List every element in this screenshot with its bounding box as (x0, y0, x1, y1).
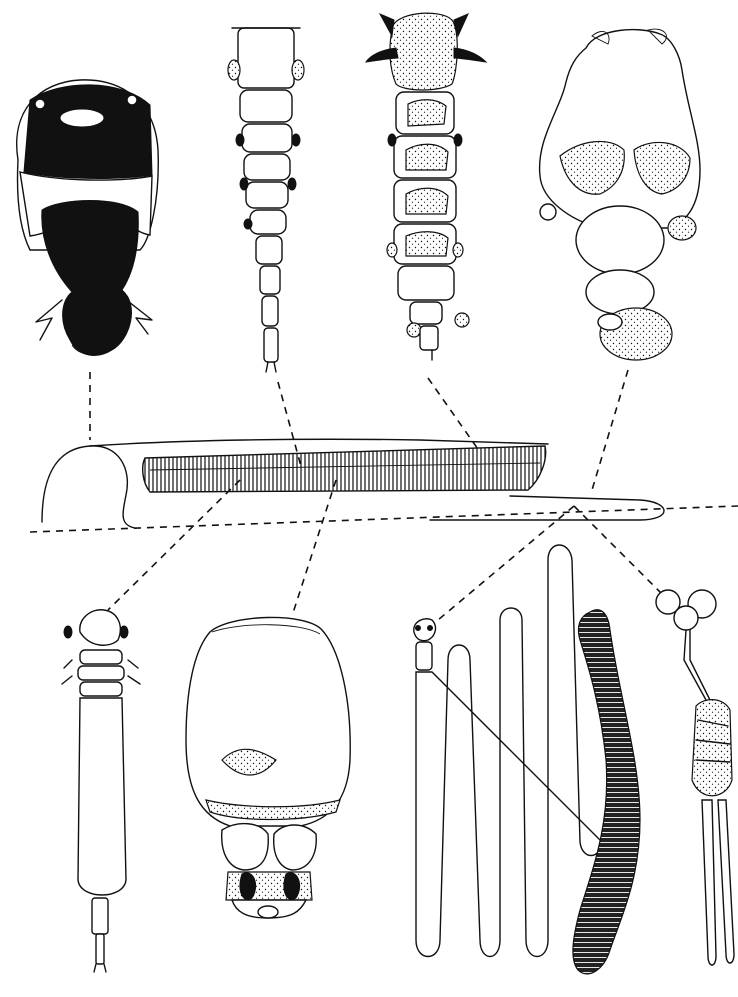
horizontal-divider (30, 506, 738, 532)
specimen-d (540, 29, 700, 360)
lower-leader-lines (108, 480, 662, 620)
specimen-g (414, 545, 640, 974)
specimen-f (186, 617, 350, 918)
specimen-e (62, 610, 140, 972)
specimen-a (17, 80, 159, 356)
specimen-h (656, 590, 734, 965)
host-body (42, 439, 664, 528)
specimen-c (366, 13, 486, 360)
specimen-b (228, 28, 304, 372)
